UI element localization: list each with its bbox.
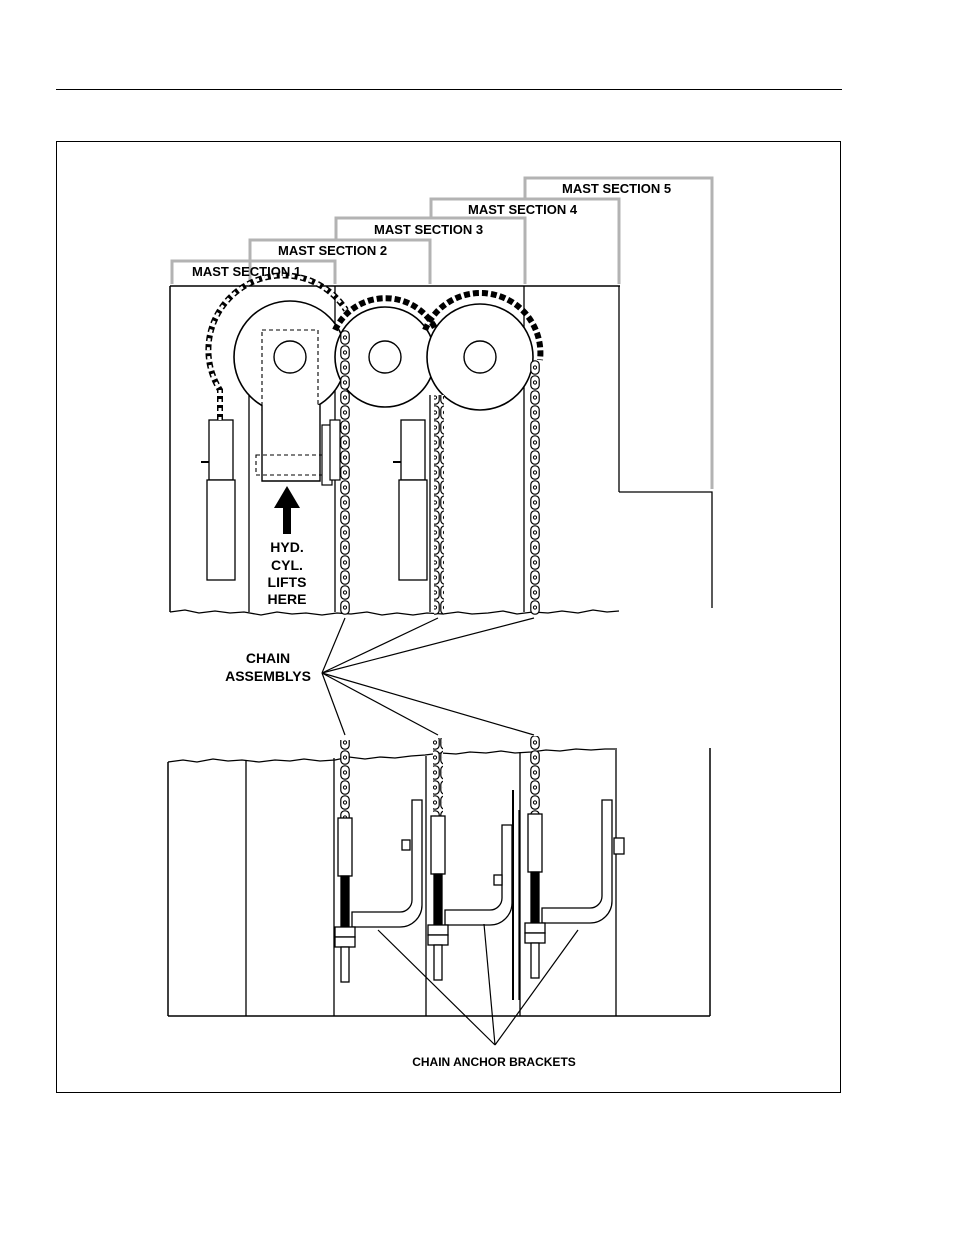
mast-section-3-label: MAST SECTION 3 — [374, 222, 483, 237]
chain-strand-2 — [434, 395, 444, 615]
chain-callout-leaders — [322, 618, 534, 735]
chain-anchor-bracket-3 — [525, 800, 624, 978]
lift-arrow-icon — [274, 486, 300, 534]
hyd-cyl-label-line-4: HERE — [268, 591, 307, 607]
lower-torn-edge — [168, 749, 617, 762]
anchor-callout-leaders — [378, 924, 578, 1045]
sheave-1 — [234, 301, 346, 413]
hyd-cyl-label-line-2: CYL. — [271, 557, 303, 573]
chain-strand-1 — [340, 330, 350, 615]
upper-torn-edge — [170, 610, 619, 615]
chain-assemblys-label-line-2: ASSEMBLYS — [225, 668, 311, 684]
sheave-3 — [427, 304, 533, 410]
lower-chain-2 — [433, 738, 443, 818]
hyd-cyl-label-line-3: LIFTS — [268, 574, 307, 590]
chain-anchor-brackets-label: CHAIN ANCHOR BRACKETS — [412, 1055, 576, 1069]
hyd-cyl-label-line-1: HYD. — [270, 539, 303, 555]
chain-strand-3 — [530, 360, 540, 615]
lower-chain-3 — [530, 736, 540, 816]
chain-anchor-bracket-2 — [428, 816, 512, 980]
mast-section-2-label: MAST SECTION 2 — [278, 243, 387, 258]
mast-section-4-label: MAST SECTION 4 — [468, 202, 578, 217]
mast-section-5-label: MAST SECTION 5 — [562, 181, 671, 196]
chain-anchor-bracket-1 — [335, 800, 422, 982]
lower-chain-1 — [340, 740, 350, 820]
chain-assemblys-label-line-1: CHAIN — [246, 650, 290, 666]
